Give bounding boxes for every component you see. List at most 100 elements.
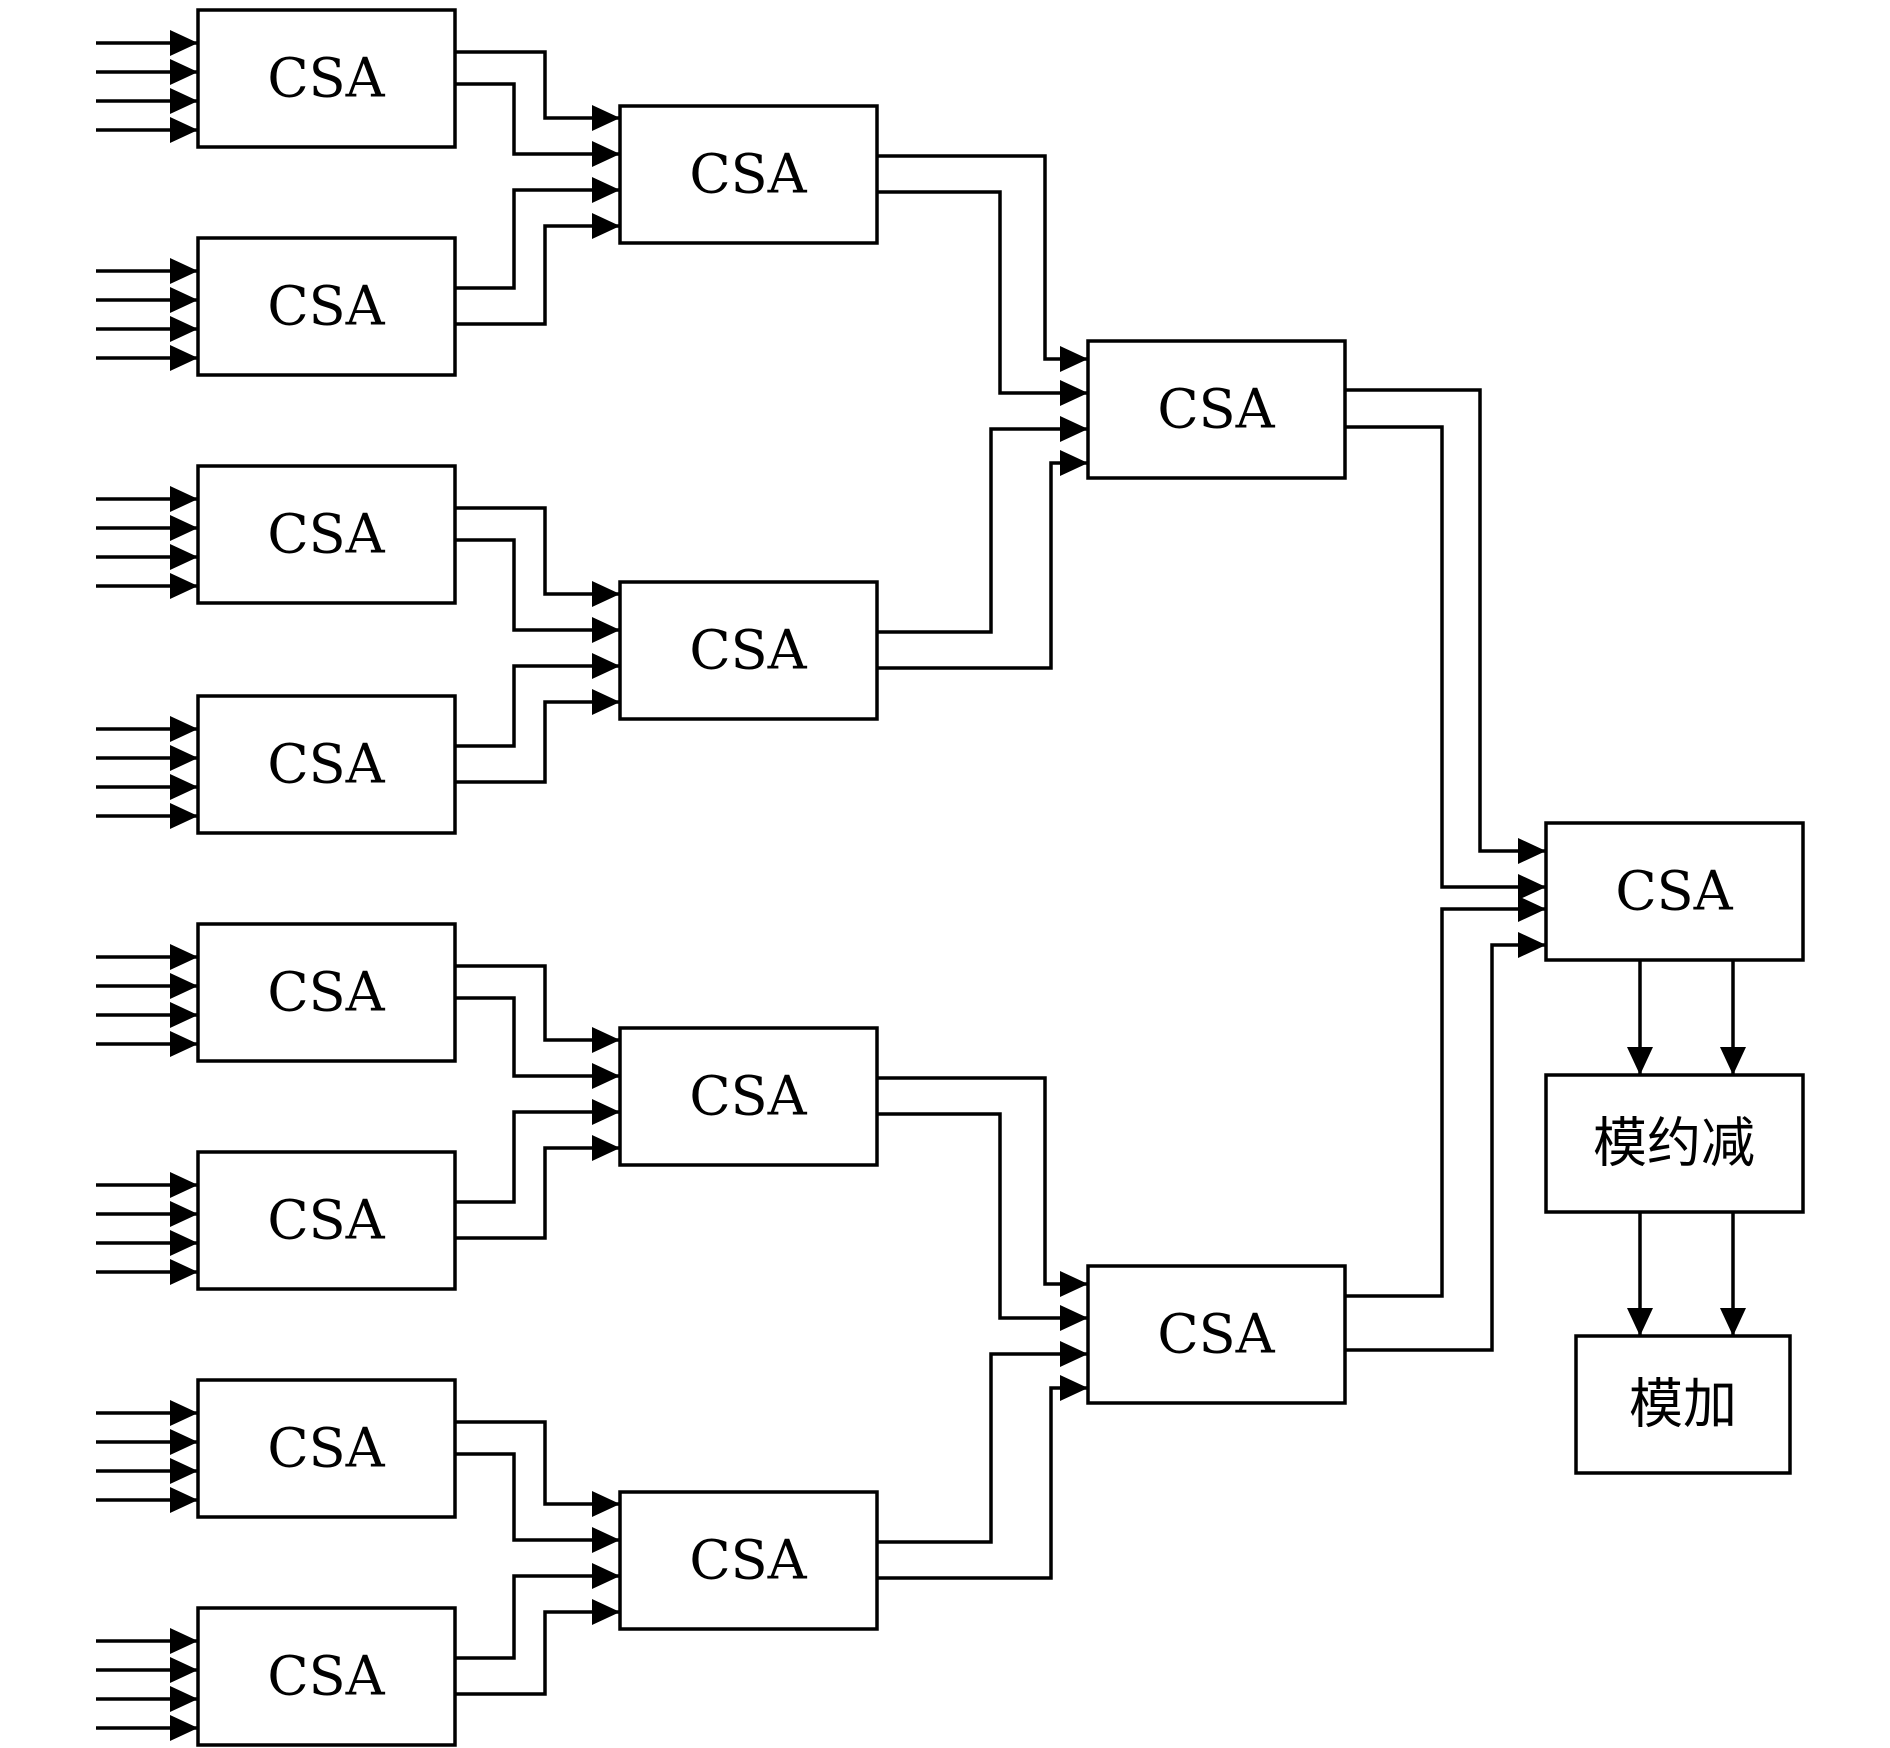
input-arrow-icon	[170, 287, 198, 313]
input-arrow-icon	[1060, 416, 1088, 442]
input-arrow-icon	[170, 59, 198, 85]
csa-block-l3-0: CSA	[1086, 339, 1347, 480]
input-arrow-icon	[1518, 874, 1546, 900]
input-arrow-icon	[170, 745, 198, 771]
csa-label: CSA	[267, 503, 385, 566]
wire	[455, 996, 620, 1078]
input-arrow-icon	[592, 1063, 620, 1089]
csa-label: CSA	[689, 619, 807, 682]
input-arrow-icon	[170, 88, 198, 114]
input-arrow-icon	[170, 345, 198, 371]
input-arrow-icon	[1060, 1271, 1088, 1297]
input-arrow-icon	[170, 973, 198, 999]
csa-label: CSA	[267, 1189, 385, 1252]
input-arrow-icon	[170, 573, 198, 599]
input-arrow-icon	[1060, 380, 1088, 406]
input-arrow-icon	[1518, 896, 1546, 922]
wire	[1345, 425, 1546, 889]
input-arrow-icon	[170, 486, 198, 512]
output-arrow-icon	[1720, 1047, 1746, 1075]
wire	[455, 1574, 620, 1660]
input-arrow-icon	[170, 1715, 198, 1741]
input-arrow-icon	[592, 105, 620, 131]
arrows-layer	[170, 30, 1746, 1741]
csa-block-l1-3: CSA	[196, 694, 457, 835]
input-arrow-icon	[170, 1400, 198, 1426]
wire	[877, 1076, 1088, 1286]
input-arrow-icon	[170, 1686, 198, 1712]
input-arrow-icon	[170, 1429, 198, 1455]
wire	[877, 427, 1088, 634]
mod-reduce-block: 模约减	[1544, 1073, 1805, 1214]
input-arrow-icon	[592, 689, 620, 715]
input-arrow-icon	[592, 1563, 620, 1589]
wire	[877, 190, 1088, 395]
input-arrow-icon	[170, 1031, 198, 1057]
csa-label: CSA	[267, 1417, 385, 1480]
input-arrow-icon	[592, 1527, 620, 1553]
input-arrow-icon	[1518, 838, 1546, 864]
input-arrow-icon	[1060, 1341, 1088, 1367]
input-arrow-icon	[170, 258, 198, 284]
wire	[455, 664, 620, 748]
csa-block-l1-4: CSA	[196, 922, 457, 1063]
csa-label: CSA	[267, 47, 385, 110]
input-arrow-icon	[1060, 450, 1088, 476]
input-arrow-icon	[1060, 1375, 1088, 1401]
csa-label: CSA	[689, 1529, 807, 1592]
input-arrow-icon	[592, 653, 620, 679]
output-arrow-icon	[1627, 1047, 1653, 1075]
input-arrow-icon	[170, 30, 198, 56]
input-arrow-icon	[170, 1259, 198, 1285]
wire	[455, 1610, 620, 1696]
wire	[877, 1112, 1088, 1320]
input-arrow-icon	[592, 177, 620, 203]
input-arrow-icon	[170, 1002, 198, 1028]
csa-block-l2-2: CSA	[618, 1026, 879, 1167]
csa-label: CSA	[267, 1645, 385, 1708]
input-arrow-icon	[592, 1099, 620, 1125]
csa-block-l2-0: CSA	[618, 104, 879, 245]
input-arrow-icon	[1060, 346, 1088, 372]
wire	[455, 188, 620, 290]
input-arrow-icon	[170, 716, 198, 742]
mod-reduce-label: 模约减	[1593, 1112, 1755, 1175]
csa-label: CSA	[689, 143, 807, 206]
input-arrow-icon	[170, 515, 198, 541]
wire	[455, 700, 620, 784]
mod-add-label: 模加	[1629, 1373, 1737, 1436]
csa-label: CSA	[1157, 1303, 1275, 1366]
input-arrow-icon	[1518, 932, 1546, 958]
wire	[455, 224, 620, 326]
wire	[877, 461, 1088, 670]
input-arrow-icon	[1060, 1305, 1088, 1331]
input-arrow-icon	[592, 1491, 620, 1517]
wire	[877, 1386, 1088, 1580]
input-arrow-icon	[170, 803, 198, 829]
output-arrow-icon	[1627, 1308, 1653, 1336]
csa-block-l1-1: CSA	[196, 236, 457, 377]
wire	[877, 1352, 1088, 1544]
mod-add-block: 模加	[1574, 1334, 1792, 1475]
wire	[455, 1110, 620, 1204]
input-arrow-icon	[170, 774, 198, 800]
input-arrow-icon	[170, 1230, 198, 1256]
csa-block-l1-0: CSA	[196, 8, 457, 149]
input-arrow-icon	[592, 1135, 620, 1161]
wire	[455, 1420, 620, 1506]
csa-label: CSA	[1157, 378, 1275, 441]
input-arrow-icon	[170, 544, 198, 570]
csa-label: CSA	[267, 275, 385, 338]
input-arrow-icon	[170, 944, 198, 970]
wire	[455, 506, 620, 596]
csa-block-l4-0: CSA	[1544, 821, 1805, 962]
csa-block-l1-5: CSA	[196, 1150, 457, 1291]
csa-block-l1-7: CSA	[196, 1606, 457, 1747]
wire	[455, 964, 620, 1042]
input-arrow-icon	[592, 617, 620, 643]
input-arrow-icon	[592, 1027, 620, 1053]
wire	[455, 1146, 620, 1240]
csa-label: CSA	[267, 733, 385, 796]
wire	[1345, 907, 1546, 1298]
